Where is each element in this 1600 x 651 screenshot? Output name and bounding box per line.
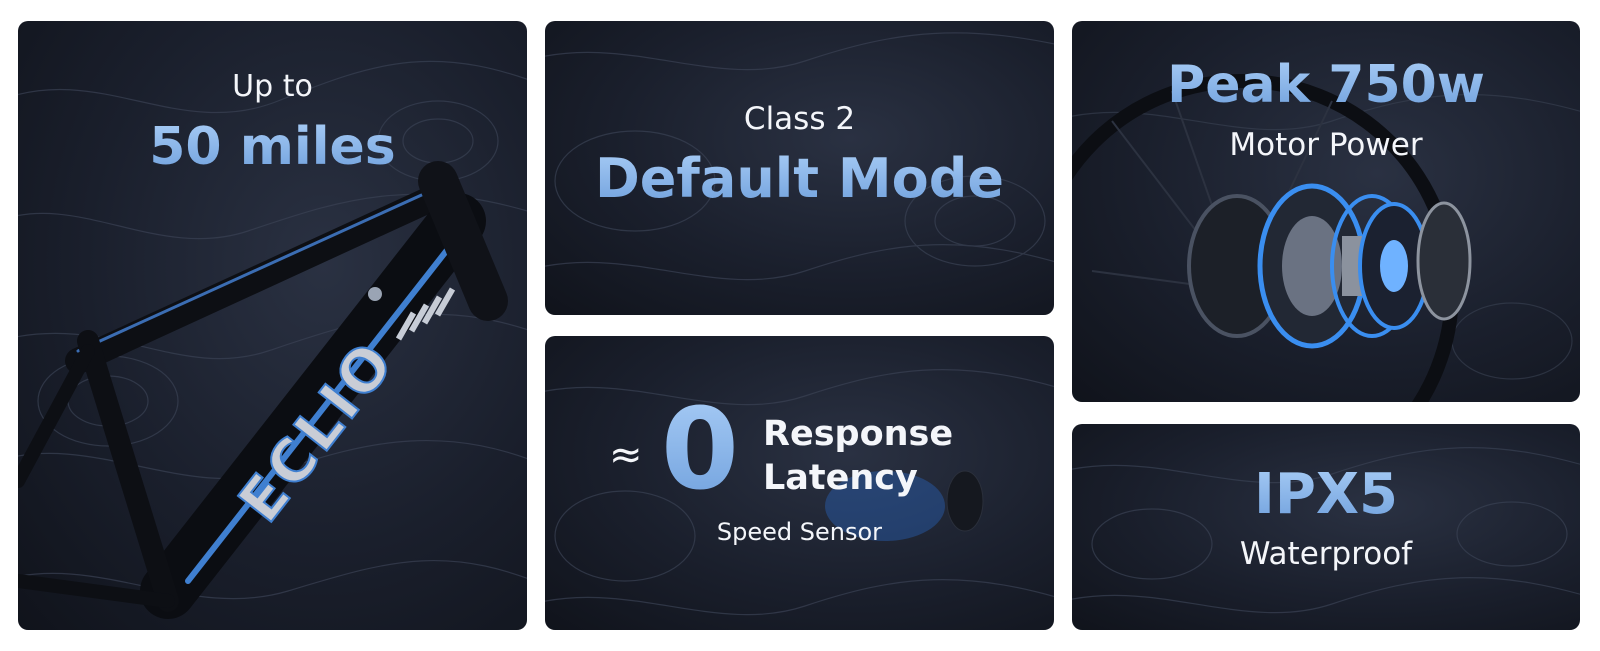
approx-symbol: ≈ [609,432,643,478]
contour-pattern [545,369,1054,616]
class-feature-card: Class 2 Default Mode [545,21,1054,315]
latency-value: 0 [661,385,739,515]
waterproof-caption: Waterproof [1239,536,1413,572]
contour-pattern [545,32,1054,281]
motor-peak-value: Peak 750w [1072,55,1580,115]
motor-feature-card: Peak 750w Motor Power [1072,21,1580,402]
class-label: Class 2 [743,101,856,137]
range-value: 50 miles [18,117,527,177]
bike-frame-illustration: ECLIO [18,161,508,619]
latency-feature-card: ≈ 0 Response Latency Speed Sensor [545,336,1054,630]
latency-caption: Speed Sensor [716,518,883,546]
latency-label-line2: Latency [763,458,918,498]
range-prefix: Up to [232,69,313,104]
motor-caption: Motor Power [1229,127,1423,163]
mode-value: Default Mode [545,147,1054,210]
range-feature-card: ECLIO Up to 50 miles [18,21,527,630]
ip-rating-value: IPX5 [1072,462,1580,527]
contour-pattern [1072,447,1580,614]
waterproof-feature-card: IPX5 Waterproof [1072,424,1580,630]
motor-hub-illustration [1072,74,1472,402]
latency-label-line1: Response [763,414,954,454]
